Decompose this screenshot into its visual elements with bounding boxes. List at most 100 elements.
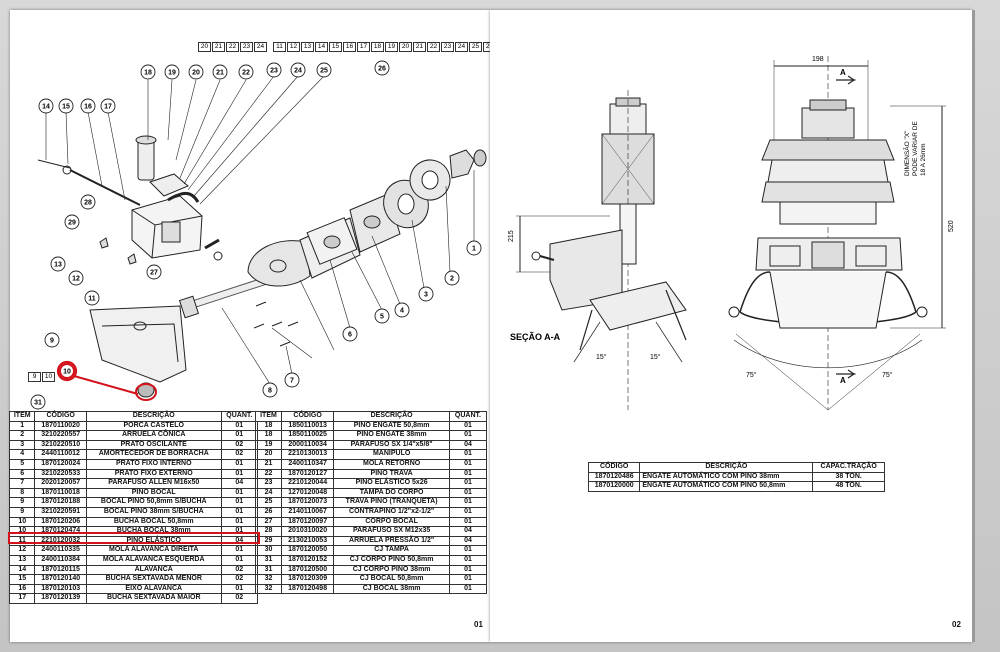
callout-label: 22	[242, 70, 250, 77]
cell-qty: 01	[448, 449, 488, 460]
cell-code: 3210220533	[34, 468, 87, 480]
cell-item: 30	[255, 545, 282, 556]
callout-circle	[58, 98, 74, 114]
callout-label: 27	[150, 270, 158, 277]
callout-circle	[30, 394, 46, 410]
cell-desc: PRATO OSCILANTE	[85, 439, 222, 451]
section-label: SEÇÃO A-A	[510, 332, 561, 342]
cell-code: 3210220510	[34, 439, 87, 451]
callout-7: 7	[284, 372, 300, 388]
cell-qty: 01	[220, 583, 259, 595]
callout-2: 2	[444, 270, 460, 286]
cell-qty: 01	[220, 545, 259, 556]
callout-20: 20	[188, 64, 204, 80]
cell-item: 9	[8, 506, 36, 518]
reference-number: 22	[427, 42, 440, 52]
cell-desc: CORPO BOCAL	[333, 516, 450, 528]
cell-code: 1870120140	[34, 574, 87, 585]
exploded-view-drawing: 1234567891011121314151617181920212223242…	[30, 60, 487, 410]
cell-qty: 01	[220, 458, 259, 470]
callout-circle	[316, 62, 332, 78]
cell-desc: PINO TRAVA	[333, 468, 450, 480]
cell-desc: PINO ENGATE 50,8mm	[333, 420, 450, 432]
cell-desc: CJ CORPO PINO 50,8mm	[333, 554, 450, 566]
cell-desc: PARAFUSO ALLEN M16x50	[85, 478, 222, 489]
cell-desc: BOCAL PINO 50,8mm S/BUCHA	[85, 497, 222, 508]
col-code: CÓDIGO	[280, 411, 335, 422]
cell-item: 15	[8, 574, 36, 585]
callout-label: 28	[84, 200, 92, 207]
reference-number: 23	[240, 42, 253, 52]
callout-label: 13	[54, 262, 62, 269]
cell-item: 18	[255, 420, 282, 432]
callout-label: 12	[72, 276, 80, 283]
callout-label: 21	[216, 70, 224, 77]
callout-circle	[44, 332, 60, 348]
dimension-note: DIMENSÃO "X" PODE VARIAR DE 18 A 26mm	[904, 121, 928, 176]
cell-qty: 01	[220, 506, 259, 518]
cell-qty: 04	[448, 439, 488, 451]
cell-code: 3210220591	[34, 506, 87, 518]
col-desc: DESCRIÇÃO	[333, 411, 450, 422]
cell-qty: 04	[448, 526, 488, 537]
cell-desc: PARAFUSO SX 1/4"x5/8"	[333, 439, 450, 451]
highlighted-row-box	[8, 532, 260, 544]
callout-label: 17	[104, 104, 112, 111]
cell-desc: ENGATE AUTOMÁTICO COM PINO 50,8mm	[639, 481, 814, 492]
callout-label: 9	[50, 338, 54, 345]
dimension-note-line-2: PODE VARIAR DE	[912, 121, 919, 176]
cell-qty: 04	[448, 535, 488, 547]
highlight-ring	[56, 360, 78, 382]
reference-number: 17	[357, 42, 370, 52]
callout-circle	[140, 64, 156, 80]
cell-qty: 01	[448, 545, 488, 556]
callout-1: 1	[466, 240, 482, 256]
cell-qty: 01	[220, 468, 259, 480]
cell-desc: MOLA ALAVANCA DIREITA	[85, 545, 222, 556]
cell-item: 5	[8, 458, 36, 470]
dimension-note-line-1: DIMENSÃO "X"	[904, 130, 911, 176]
cell-code: 1870120103	[34, 583, 87, 595]
cell-desc: AMORTECEDOR DE BORRACHA	[85, 449, 222, 460]
cell-qty: 01	[448, 574, 488, 585]
engate-table: CÓDIGO DESCRIÇÃO CAPAC.TRAÇÃO 1870120486…	[587, 462, 885, 492]
callout-circle	[266, 62, 282, 78]
cell-code: 1870120498	[280, 583, 335, 595]
callout-circle	[444, 270, 460, 286]
cell-code: 2440110012	[34, 449, 87, 460]
cell-desc: PARAFUSO SX M12x35	[333, 526, 450, 537]
callout-12: 12	[68, 270, 84, 286]
cell-code: 1870120152	[280, 554, 335, 566]
cell-qty: 01	[448, 583, 488, 595]
callout-4: 4	[394, 302, 410, 318]
cell-qty: 02	[220, 574, 259, 585]
angle-75-left: 75°	[746, 372, 757, 379]
cell-item: 17	[8, 593, 36, 604]
section-marker-top: A	[840, 68, 846, 77]
cell-code: 1870120097	[280, 516, 335, 528]
callout-circle	[418, 286, 434, 302]
section-drawing	[516, 56, 946, 411]
cell-qty: 01	[448, 516, 488, 528]
callout-21: 21	[212, 64, 228, 80]
callout-label: 4	[400, 308, 404, 315]
cell-desc: ARRUELA CÔNICA	[85, 430, 222, 441]
cell-item: 32	[255, 583, 282, 595]
page-right[interactable]: SEÇÃO A-A 198 215 520 DIMENSÃO "X" PODE …	[490, 10, 972, 642]
cell-item: 8	[8, 487, 36, 499]
